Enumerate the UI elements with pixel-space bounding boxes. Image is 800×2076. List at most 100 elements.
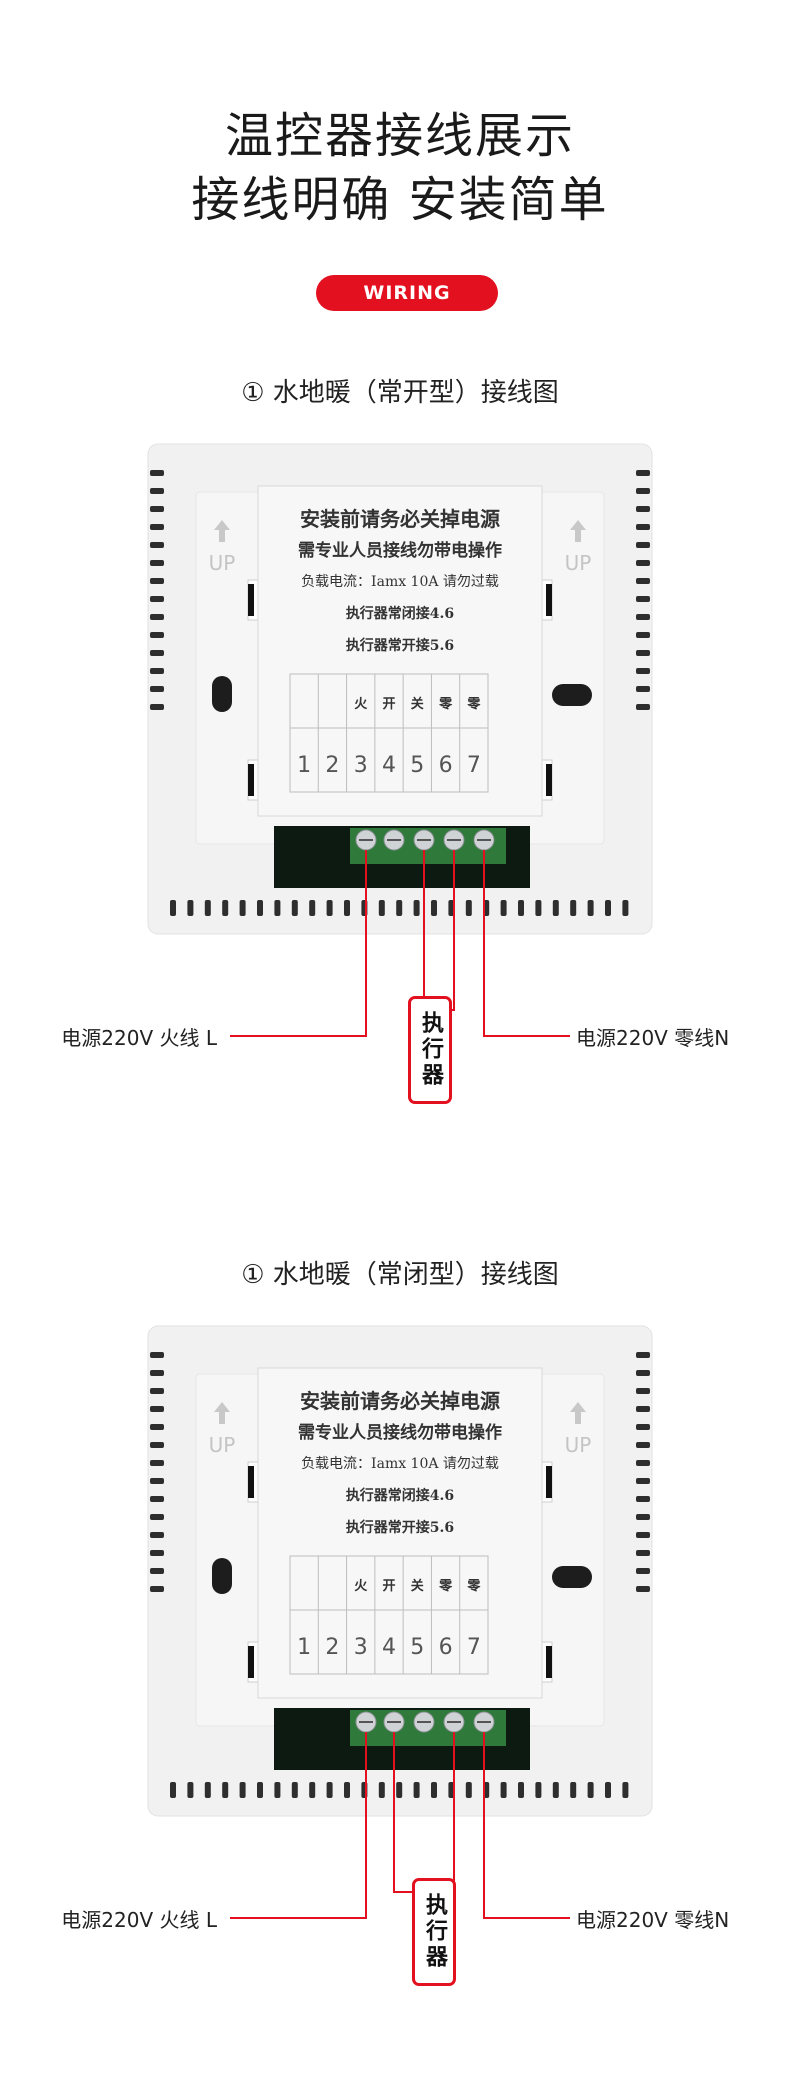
label-line-4: 执行器常闭接4.6 <box>346 605 454 622</box>
wire-neutral-N <box>483 1732 570 1919</box>
vent-slot-left <box>150 596 164 602</box>
vent-slot-bottom <box>535 1782 542 1798</box>
mount-clip-slot <box>248 1466 254 1498</box>
label-line-1: 安装前请务必关掉电源 <box>300 1389 500 1413</box>
vent-slot-left <box>150 1532 164 1538</box>
vent-slot-bottom <box>222 900 229 916</box>
vent-slot-bottom <box>500 900 507 916</box>
vent-slot-right <box>636 686 650 692</box>
vent-slot-right <box>636 614 650 620</box>
vent-slot-bottom <box>570 1782 577 1798</box>
vent-slot-bottom <box>396 1782 403 1798</box>
screw-hole-right <box>552 1566 592 1588</box>
terminal-number: 5 <box>410 753 424 778</box>
vent-slot-left <box>150 506 164 512</box>
up-text: UP <box>209 1433 236 1457</box>
vent-slot-left <box>150 1352 164 1358</box>
vent-slot-right <box>636 524 650 530</box>
vent-slot-right <box>636 1442 650 1448</box>
vent-slot-bottom <box>448 1782 455 1798</box>
vent-slot-bottom <box>204 900 211 916</box>
vent-slot-left <box>150 1370 164 1376</box>
vent-slot-bottom <box>431 900 437 916</box>
vent-slot-bottom <box>378 1782 385 1798</box>
vent-slot-left <box>150 1550 164 1556</box>
vent-slot-bottom <box>605 900 611 916</box>
vent-slot-right <box>636 596 650 602</box>
actuator-label: 执行器 <box>418 1011 443 1089</box>
vent-slot-bottom <box>257 1782 263 1798</box>
vent-slot-bottom <box>274 900 281 916</box>
screw-hole-left <box>212 676 232 712</box>
vent-slot-bottom <box>587 1782 594 1798</box>
warning-label <box>257 1367 543 1699</box>
vent-slot-left <box>150 650 164 656</box>
vent-slot-bottom <box>465 1782 472 1798</box>
terminal-name: 开 <box>382 697 395 712</box>
vent-slot-bottom <box>396 900 403 916</box>
diagram-2-title: ① 水地暖（常闭型）接线图 <box>241 1260 559 1290</box>
terminal-name: 零 <box>466 1579 481 1594</box>
warning-label <box>257 485 543 817</box>
vent-slot-left <box>150 614 164 620</box>
page-title-line1: 温控器接线展示 <box>224 108 575 164</box>
vent-slot-right <box>636 1388 650 1394</box>
vent-slot-bottom <box>535 900 542 916</box>
label-line-3: 负载电流：Iamx 10A 请勿过载 <box>301 1456 499 1472</box>
mount-clip-slot <box>546 1466 552 1498</box>
vent-slot-right <box>636 1514 650 1520</box>
vent-slot-bottom <box>239 900 246 916</box>
vent-slot-bottom <box>170 1782 176 1798</box>
vent-slot-bottom <box>587 900 594 916</box>
vent-slot-left <box>150 1568 164 1574</box>
vent-slot-right <box>636 578 650 584</box>
vent-slot-bottom <box>500 1782 507 1798</box>
mount-clip-slot <box>546 584 552 616</box>
label-line-2: 需专业人员接线勿带电操作 <box>298 1422 502 1443</box>
vent-slot-bottom <box>326 1782 333 1798</box>
up-text: UP <box>209 551 236 575</box>
vent-slot-bottom <box>344 1782 350 1798</box>
wiring-badge: WIRING <box>316 275 498 311</box>
terminal-name: 零 <box>438 697 453 712</box>
vent-slot-bottom <box>204 1782 211 1798</box>
neutral-wire-callout: 电源220V 零线N <box>576 1908 730 1932</box>
terminal-number: 5 <box>410 1635 424 1660</box>
vent-slot-right <box>636 632 650 638</box>
terminal-name: 零 <box>466 697 481 712</box>
vent-slot-bottom <box>187 900 194 916</box>
vent-slot-bottom <box>187 1782 194 1798</box>
wire-actuator-a <box>393 1732 412 1893</box>
label-line-4: 执行器常闭接4.6 <box>346 1487 454 1504</box>
terminal-name: 零 <box>438 1579 453 1594</box>
vent-slot-right <box>636 506 650 512</box>
up-arrow-right-icon <box>570 1402 586 1424</box>
wire-neutral-N <box>483 850 570 1037</box>
vent-slot-bottom <box>274 1782 281 1798</box>
mount-clip-slot <box>248 584 254 616</box>
label-line-2: 需专业人员接线勿带电操作 <box>298 540 502 561</box>
vent-slot-bottom <box>239 1782 246 1798</box>
vent-slot-left <box>150 1496 164 1502</box>
vent-slot-left <box>150 1388 164 1394</box>
vent-slot-bottom <box>431 1782 437 1798</box>
vent-slot-bottom <box>170 900 176 916</box>
terminal-number: 7 <box>467 1635 481 1660</box>
vent-slot-left <box>150 1514 164 1520</box>
mount-clip-slot <box>546 764 552 796</box>
wire-live-L <box>230 1732 367 1919</box>
vent-slot-right <box>636 1550 650 1556</box>
vent-slot-right <box>636 1424 650 1430</box>
vent-slot-left <box>150 686 164 692</box>
vent-slot-left <box>150 1460 164 1466</box>
vent-slot-left <box>150 524 164 530</box>
page-title-line2: 接线明确 安装简单 <box>191 172 609 228</box>
vent-slot-right <box>636 488 650 494</box>
vent-slot-bottom <box>309 1782 316 1798</box>
vent-slot-bottom <box>378 900 385 916</box>
vent-slot-bottom <box>570 900 577 916</box>
vent-slot-right <box>636 1496 650 1502</box>
vent-slot-bottom <box>413 900 420 916</box>
